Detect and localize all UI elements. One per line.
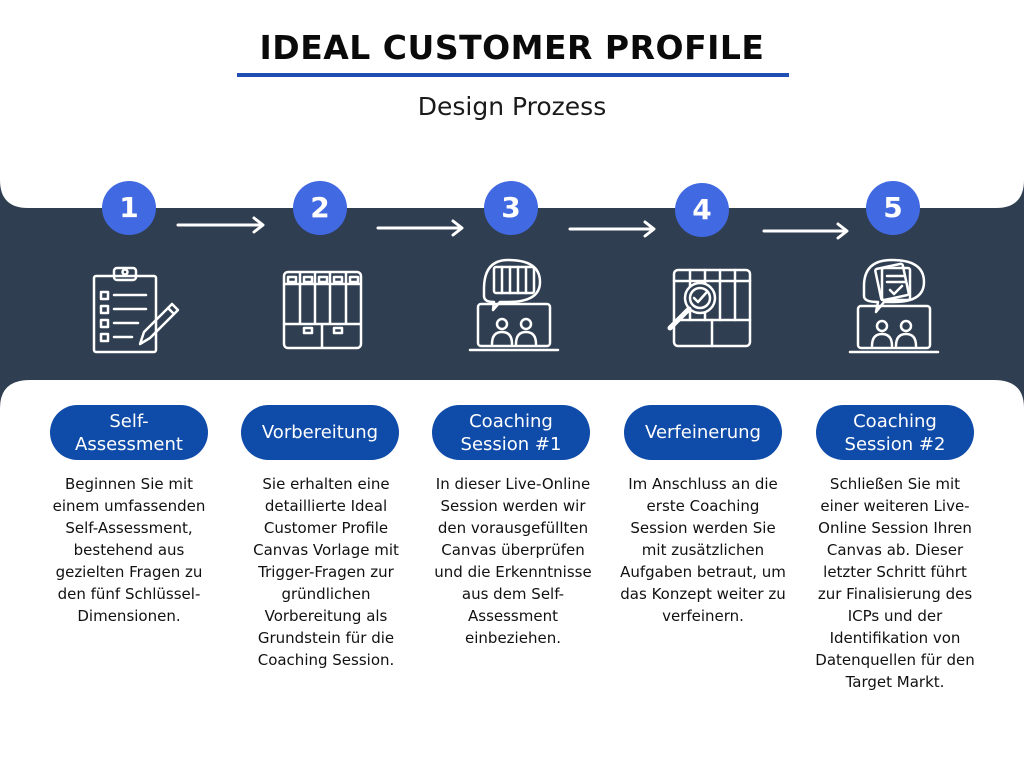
step-1-label: Self-Assessment [50, 405, 208, 460]
arrow-3-icon [568, 220, 656, 238]
step-1-description: Beginnen Sie mit einem umfassenden Self-… [52, 475, 206, 625]
step-5-description: Schließen Sie mit einer weiteren Live-On… [815, 475, 975, 691]
arrow-2-icon [376, 219, 464, 237]
step-2-number: 2 [293, 181, 347, 235]
video-coaching-icon [468, 258, 560, 352]
arrow-1-icon [176, 216, 265, 234]
page-subtitle: Design Prozess [417, 92, 607, 121]
step-1-number: 1 [102, 181, 156, 235]
canvas-review-icon [667, 268, 752, 348]
canvas-board-icon [282, 270, 363, 350]
step-5-label: Coaching Session #2 [816, 405, 974, 460]
step-3-label: Coaching Session #1 [432, 405, 590, 460]
page-title: IDEAL CUSTOMER PROFILE [259, 28, 765, 67]
step-2-description: Sie erhalten eine detaillierte Ideal Cus… [253, 475, 399, 669]
step-4-label: Verfeinerung [624, 405, 782, 460]
arrows-layer [176, 216, 849, 240]
title-underline [237, 73, 789, 77]
step-3-description: In dieser Live-Online Session werden wir… [434, 475, 592, 647]
arrow-4-icon [762, 222, 849, 240]
step-5-number: 5 [866, 181, 920, 235]
step-2-label: Vorbereitung [241, 405, 399, 460]
step-4-description: Im Anschluss an die erste Coaching Sessi… [620, 475, 786, 625]
video-document-icon [848, 258, 940, 354]
step-3-number: 3 [484, 181, 538, 235]
step-4-number: 4 [675, 183, 729, 237]
clipboard-checklist-icon [92, 266, 180, 354]
